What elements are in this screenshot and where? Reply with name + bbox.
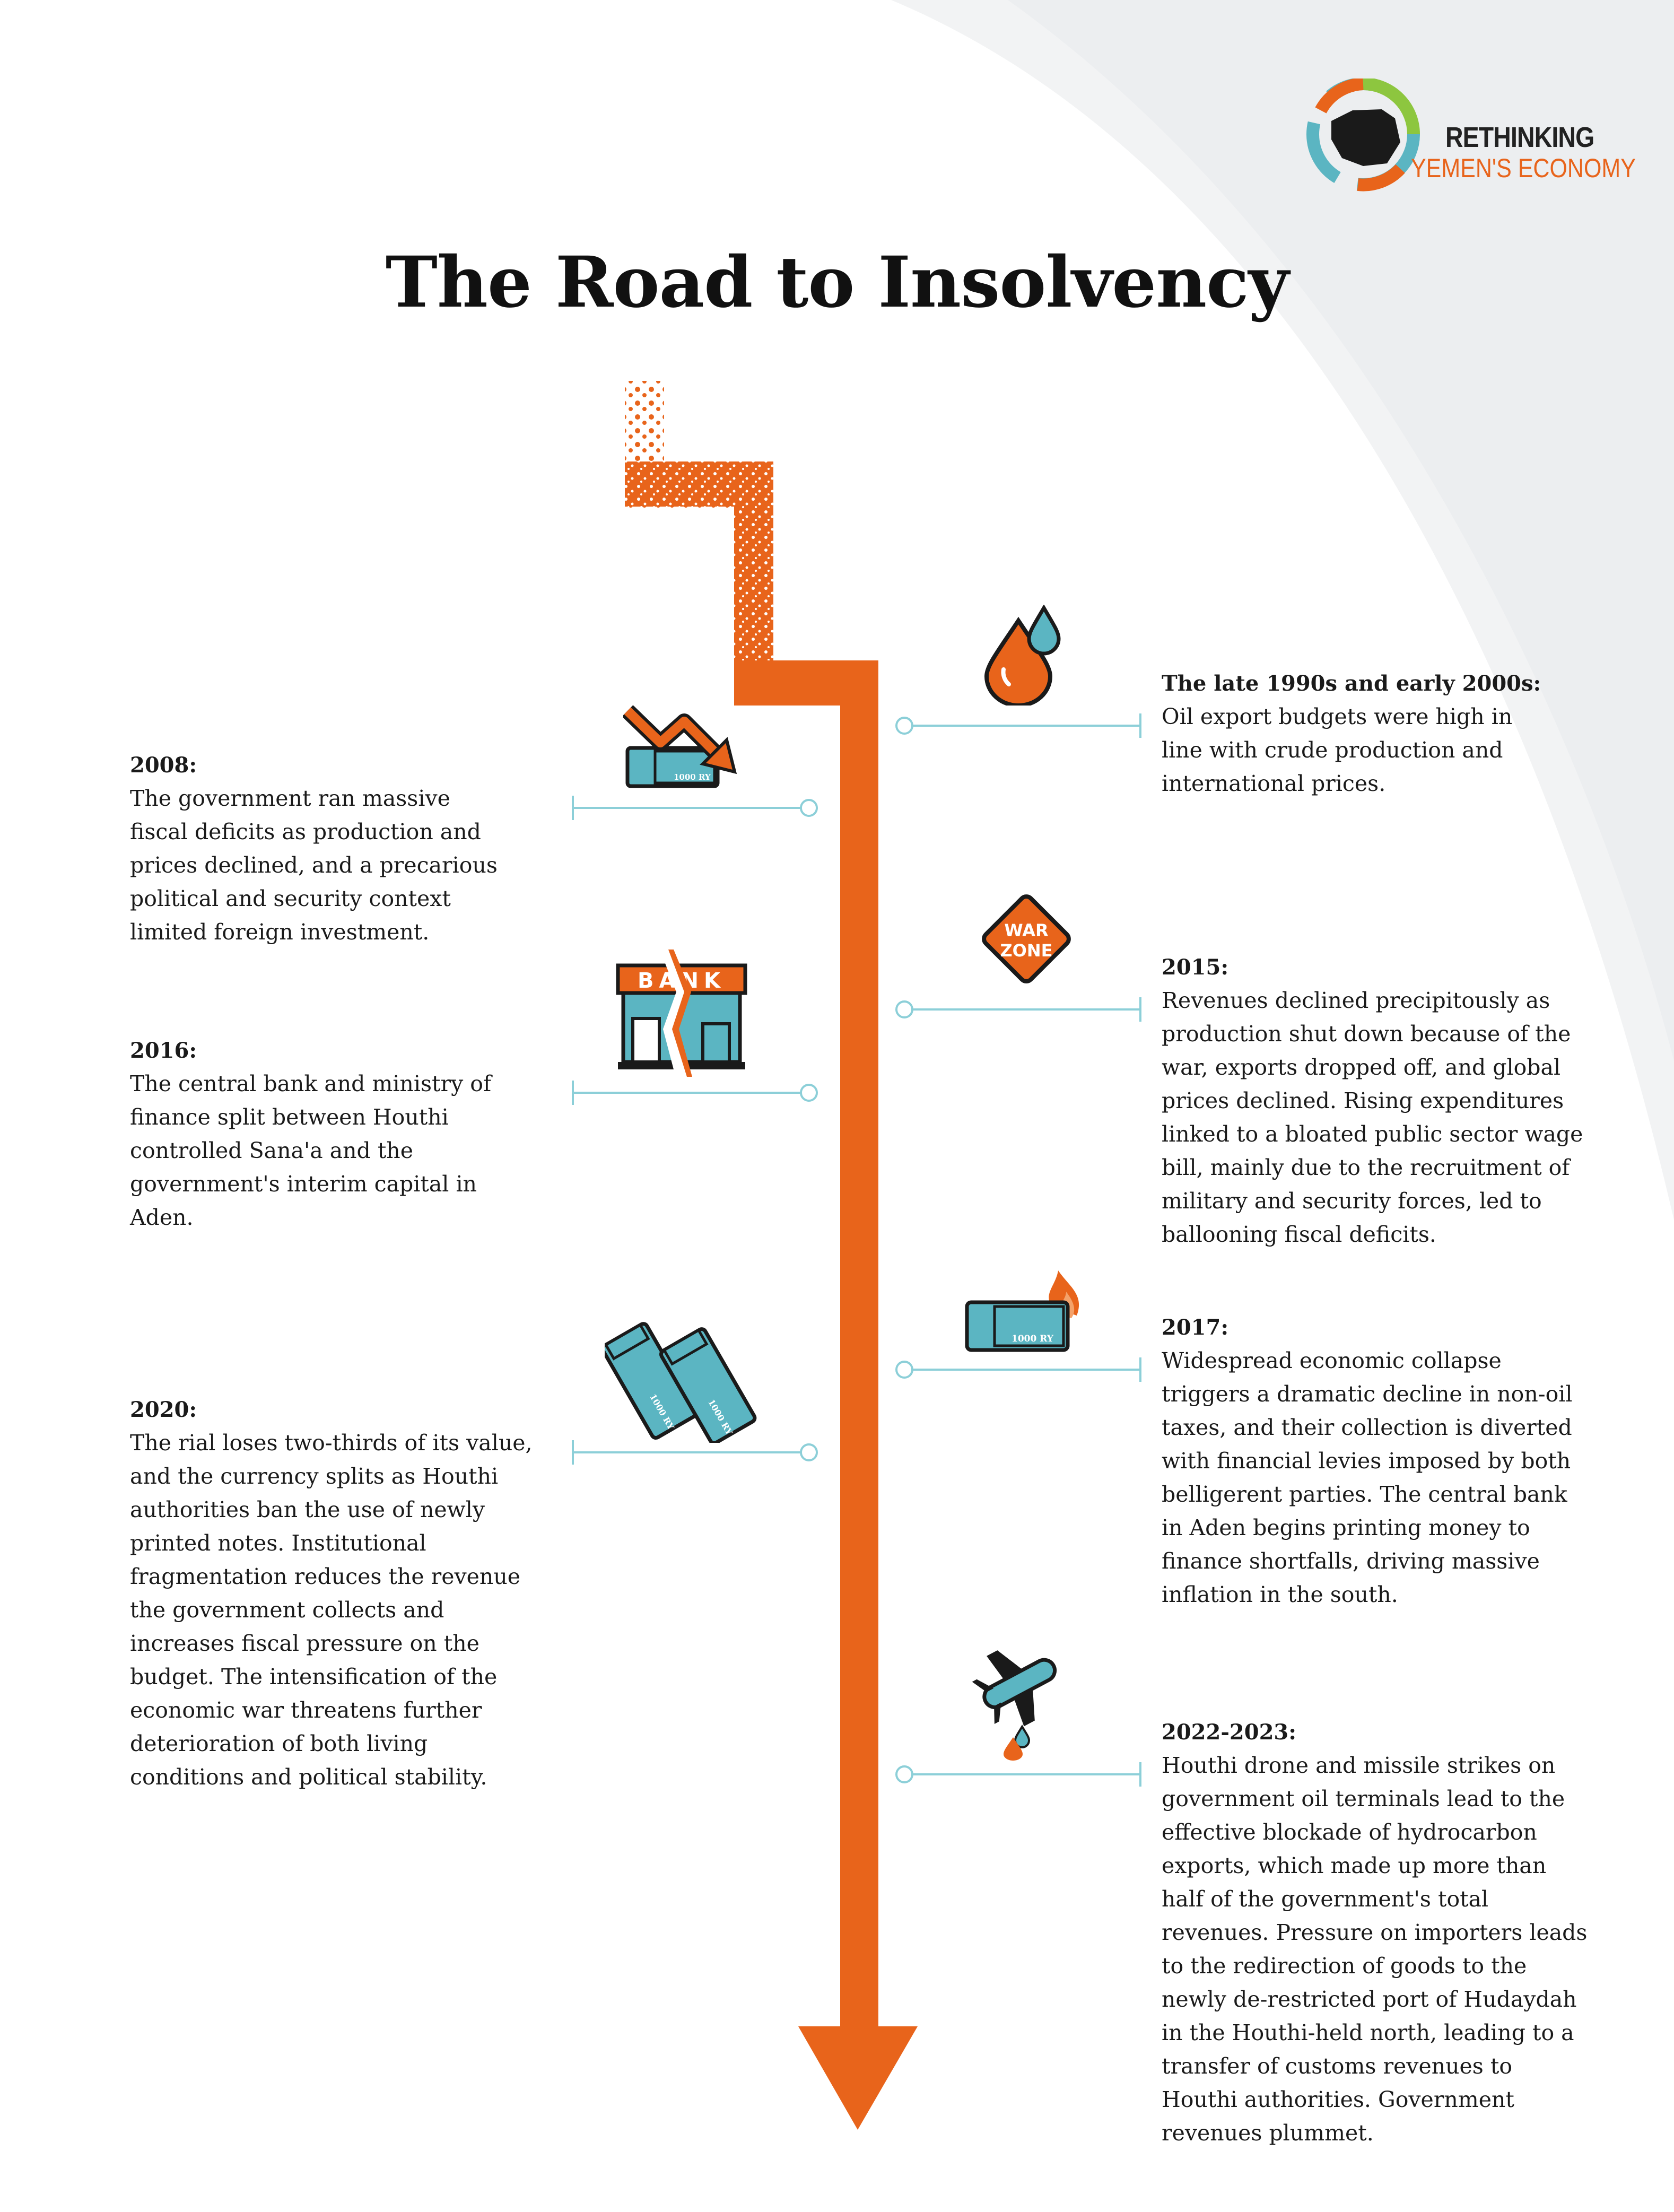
logo-text-yemens-economy: YEMEN'S ECONOMY xyxy=(1411,153,1636,183)
timeline-entry-2008: 2008: The government ran massive fiscal … xyxy=(130,749,554,949)
connector-2015 xyxy=(895,997,1141,1022)
road-segment-solid xyxy=(734,660,878,2026)
oil-drops-icon xyxy=(984,605,1061,706)
entry-text: Houthi drone and missile strikes on gove… xyxy=(1162,1753,1588,2146)
entry-year: 2008: xyxy=(130,753,197,778)
banknote-label-2017: 1000 RY xyxy=(1012,1334,1054,1344)
logo-text-rethinking: RETHINKING xyxy=(1445,121,1594,153)
entry-text: Oil export budgets were high in line wit… xyxy=(1162,704,1513,796)
entry-year: 2016: xyxy=(130,1038,197,1063)
war-zone-sign-icon: WAR ZONE xyxy=(982,894,1071,983)
entry-year: 2020: xyxy=(130,1397,197,1422)
split-banknotes-icon: 1000 RY 1000 RY xyxy=(605,1322,757,1443)
road-segment-speckled xyxy=(625,461,773,663)
timeline-entry-2022-2023: 2022-2023: Houthi drone and missile stri… xyxy=(1162,1716,1607,2150)
connector-2022 xyxy=(895,1762,1141,1787)
connector-2020 xyxy=(572,1440,818,1465)
connector-2008 xyxy=(572,796,818,820)
connector-2017 xyxy=(895,1357,1141,1382)
connector-1990s xyxy=(895,713,1141,738)
entry-text: The rial loses two-thirds of its value, … xyxy=(130,1430,533,1790)
war-zone-label-1: WAR xyxy=(1004,920,1048,940)
road-arrowhead xyxy=(798,2026,918,2130)
page-title: The Road to Insolvency xyxy=(385,241,1289,324)
timeline-entry-1990s: The late 1990s and early 2000s: Oil expo… xyxy=(1162,667,1607,800)
connector-2016 xyxy=(572,1081,818,1105)
entry-text: The central bank and ministry of finance… xyxy=(130,1071,492,1230)
burning-banknote-icon: 1000 RY xyxy=(965,1270,1079,1352)
war-zone-label-2: ZONE xyxy=(1000,940,1052,961)
banknote-label: 1000 RY xyxy=(674,772,711,782)
logo xyxy=(1289,77,1586,201)
timeline-entry-2017: 2017: Widespread economic collapse trigg… xyxy=(1162,1311,1607,1612)
entry-text: The government ran massive fiscal defici… xyxy=(130,786,498,945)
timeline-entry-2020: 2020: The rial loses two-thirds of its v… xyxy=(130,1394,554,1794)
entry-year: 2017: xyxy=(1162,1315,1229,1340)
entry-year: 2015: xyxy=(1162,955,1229,980)
entry-year: The late 1990s and early 2000s: xyxy=(1162,671,1541,696)
timeline-entry-2016: 2016: The central bank and ministry of f… xyxy=(130,1034,554,1234)
falling-money-icon: 1000 RY xyxy=(623,706,737,788)
split-bank-icon: BANK xyxy=(616,944,747,1079)
entry-text: Revenues declined precipitously as produ… xyxy=(1162,988,1583,1247)
logo-emblem-icon xyxy=(1306,77,1420,191)
timeline-entry-2015: 2015: Revenues declined precipitously as… xyxy=(1162,951,1607,1251)
entry-year: 2022-2023: xyxy=(1162,1720,1297,1745)
entry-text: Widespread economic collapse triggers a … xyxy=(1162,1348,1573,1607)
drone-strike-icon xyxy=(972,1650,1057,1761)
